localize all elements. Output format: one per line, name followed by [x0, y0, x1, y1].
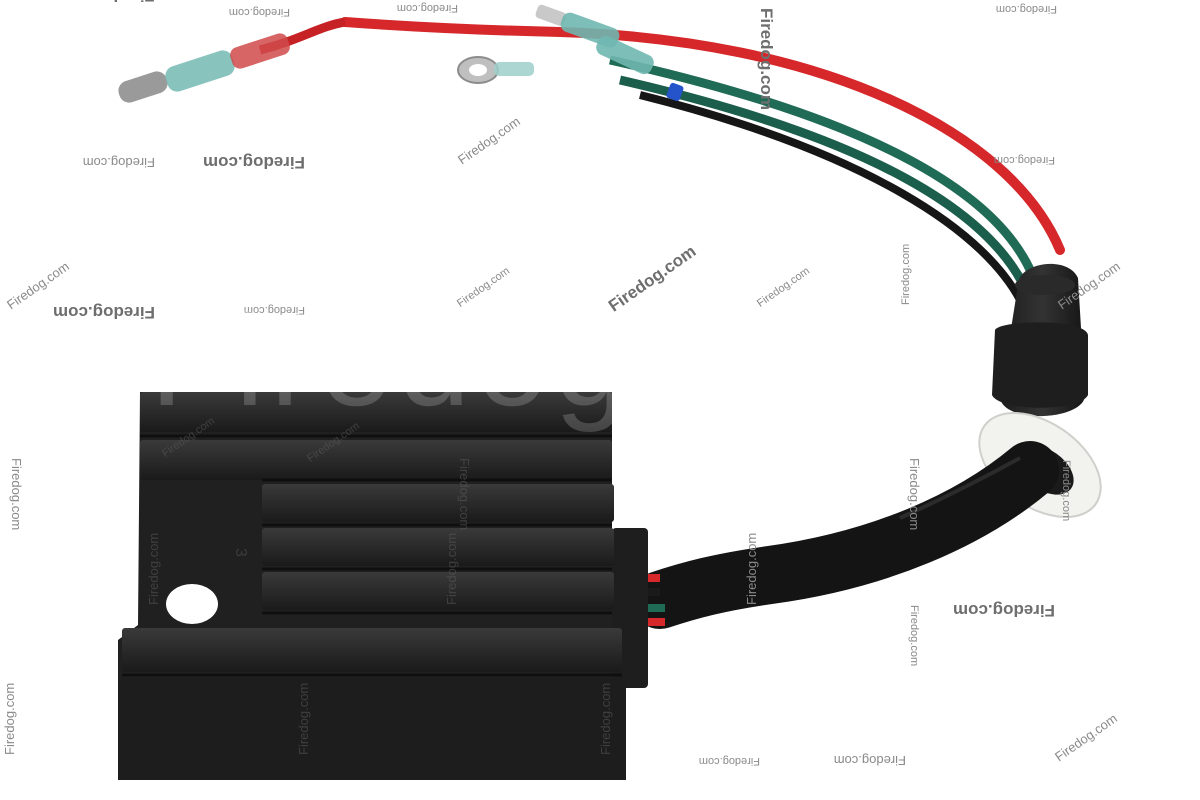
blue-marker: [666, 82, 684, 102]
green-wire: [618, 75, 1037, 307]
wire-harness: [118, 4, 1102, 629]
regulator-rectifier: 3: [118, 392, 648, 780]
part-mark: 3: [232, 548, 249, 557]
cable-grommet: [992, 263, 1088, 417]
black-wire: [639, 91, 1029, 312]
red-wire: [340, 17, 1065, 255]
bullet-connector: [118, 33, 290, 103]
green-terminal: [535, 4, 654, 75]
green-wire: [609, 55, 1045, 301]
sheathed-cable: [631, 441, 1059, 629]
heat-sink-fins: [118, 392, 626, 780]
ring-terminal: [457, 56, 534, 84]
mounting-hole: [166, 584, 218, 624]
